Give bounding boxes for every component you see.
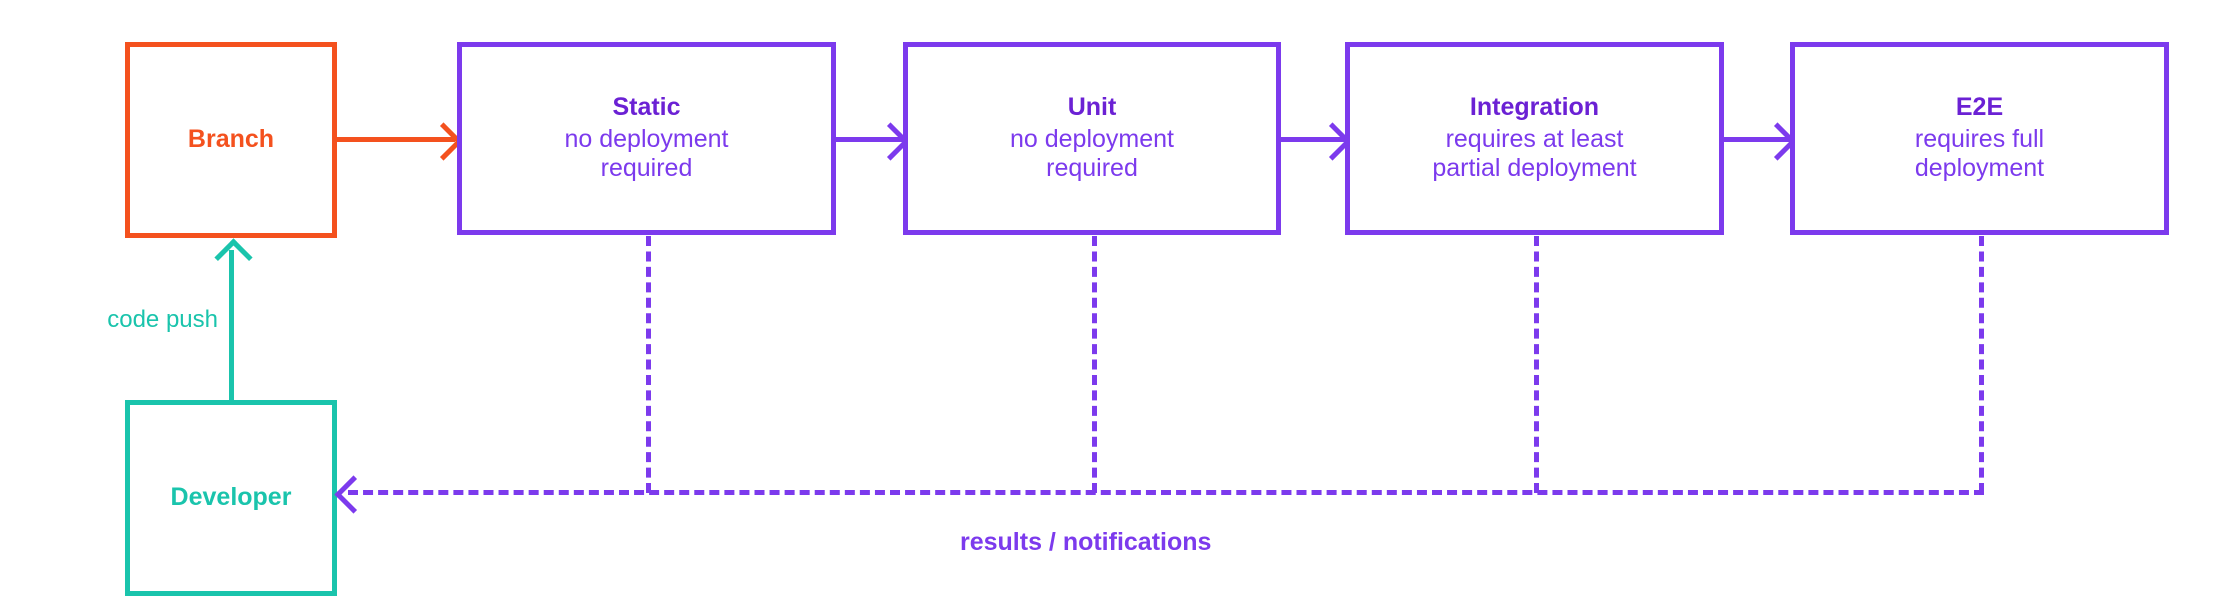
node-developer-label: Developer <box>170 483 292 512</box>
node-branch-label: Branch <box>187 125 275 154</box>
feedback-bus-arrowhead-icon <box>334 475 373 514</box>
edge-unit-to-integration-line <box>1281 137 1345 142</box>
feedback-bus-line <box>348 490 1984 495</box>
edge-static-to-unit-line <box>836 137 903 142</box>
node-e2e-sub-line-2: deployment <box>1914 154 2045 183</box>
edge-branch-to-static-line <box>337 137 455 142</box>
node-branch[interactable]: Branch <box>125 42 337 238</box>
edge-code-push-line <box>229 250 234 402</box>
edge-integration-to-e2e-line <box>1724 137 1790 142</box>
edge-code-push-arrowhead-icon <box>214 238 253 277</box>
node-unit-sub-line-1: no deployment <box>1009 124 1174 153</box>
node-e2e-label: E2E <box>1955 93 2004 122</box>
node-unit-label: Unit <box>1067 93 1117 122</box>
node-static-sub-line-1: no deployment <box>564 124 729 153</box>
edge-code-push-label: code push <box>107 306 218 333</box>
feedback-drop-e2e <box>1979 236 1984 493</box>
node-static-sub-line-2: required <box>600 154 693 183</box>
node-integration-sub-line-2: partial deployment <box>1432 154 1637 183</box>
node-e2e[interactable]: E2E requires full deployment <box>1790 42 2169 235</box>
feedback-drop-integration <box>1534 236 1539 493</box>
node-developer[interactable]: Developer <box>125 400 337 596</box>
feedback-bus-label: results / notifications <box>960 528 1212 556</box>
node-integration[interactable]: Integration requires at least partial de… <box>1345 42 1724 235</box>
node-e2e-sub-line-1: requires full <box>1914 124 2045 153</box>
feedback-drop-static <box>646 236 651 493</box>
node-static[interactable]: Static no deployment required <box>457 42 836 235</box>
node-integration-sub-line-1: requires at least <box>1445 124 1624 153</box>
feedback-drop-unit <box>1092 236 1097 493</box>
node-integration-label: Integration <box>1469 93 1600 122</box>
node-static-label: Static <box>612 93 681 122</box>
node-unit[interactable]: Unit no deployment required <box>903 42 1281 235</box>
node-unit-sub-line-2: required <box>1046 154 1138 183</box>
